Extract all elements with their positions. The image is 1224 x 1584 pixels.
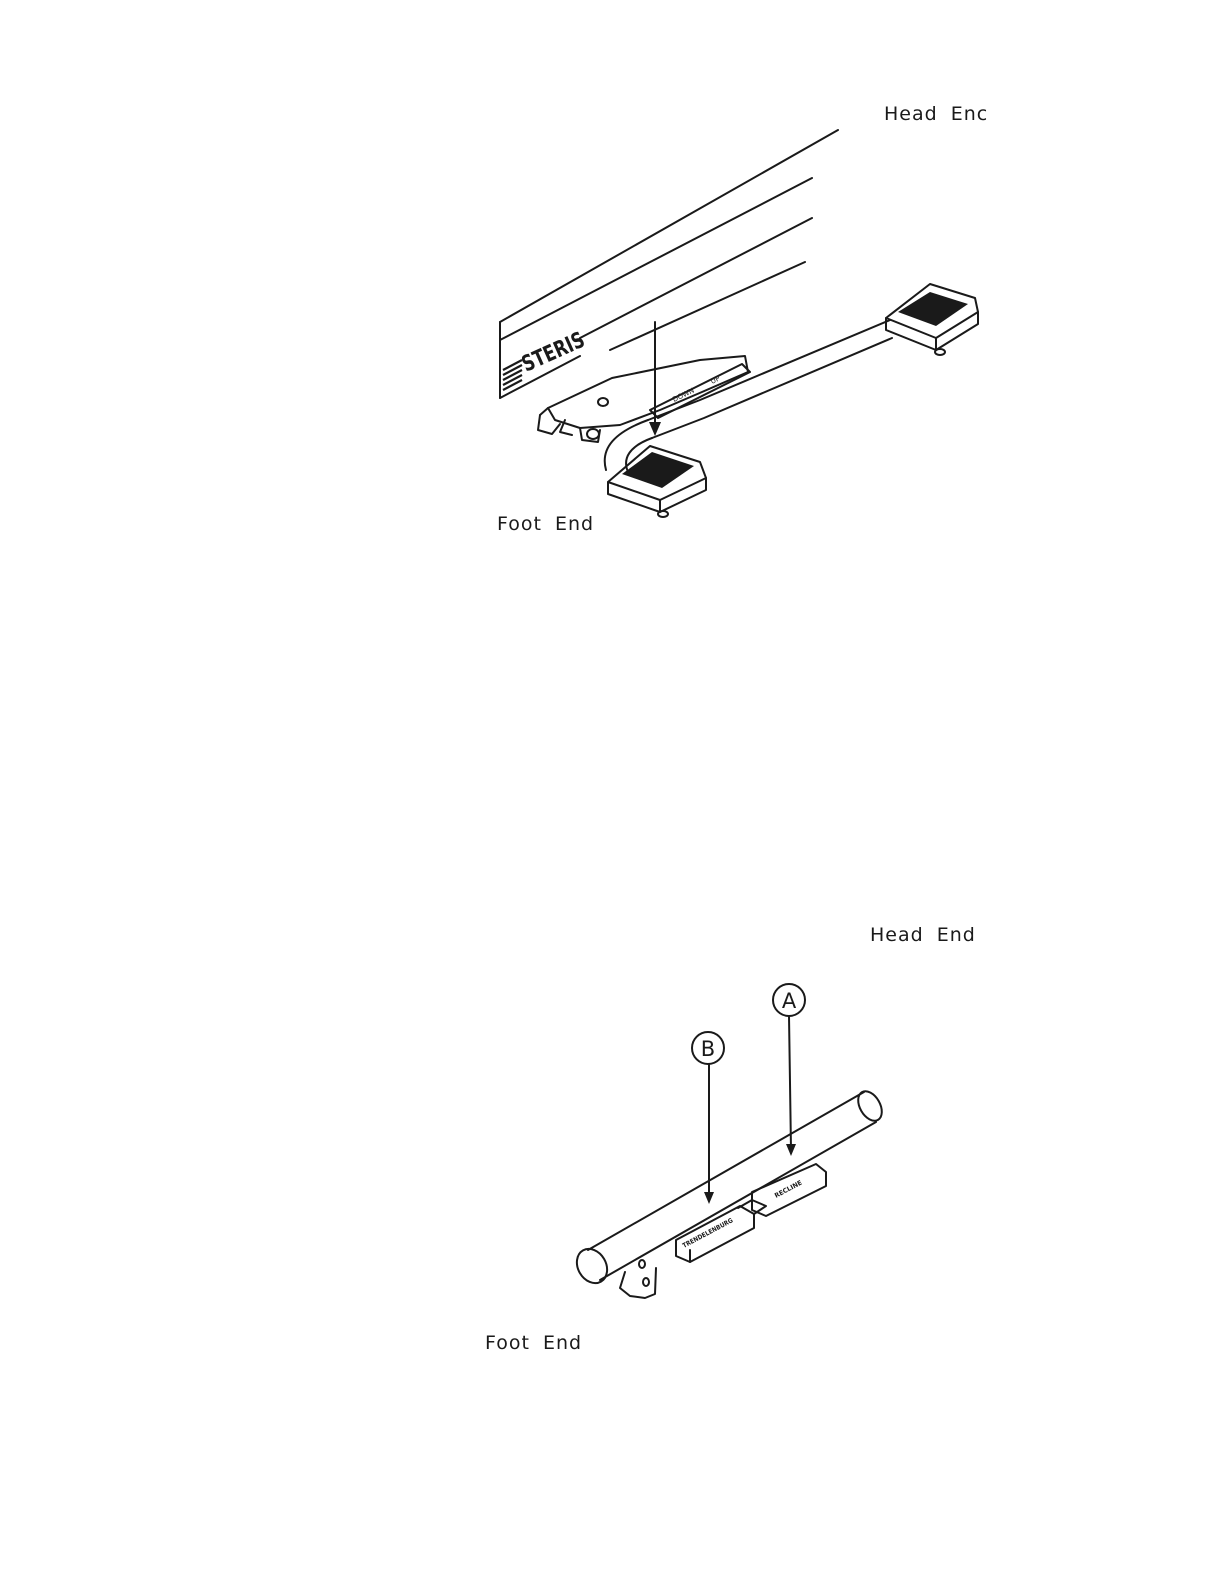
callout-a-arrowhead	[786, 1144, 796, 1156]
pedal-tube	[571, 1087, 887, 1288]
callout-a-label: A	[782, 989, 797, 1013]
callout-b-label: B	[701, 1037, 715, 1061]
callout-b-arrowhead	[704, 1192, 714, 1204]
callout-a-leader	[789, 1016, 791, 1150]
